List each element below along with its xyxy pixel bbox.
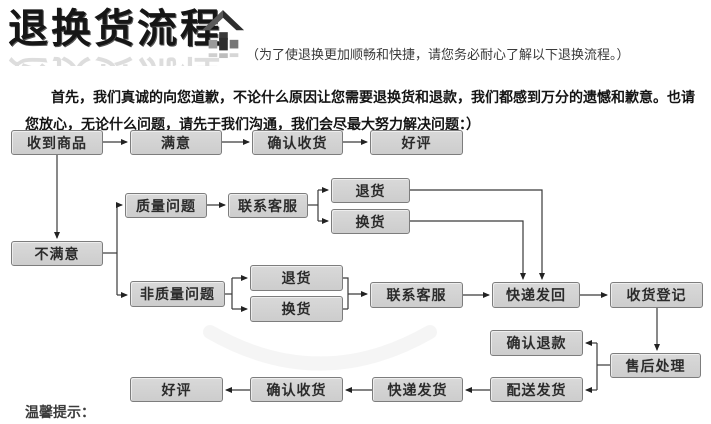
page-title: 退换货流程 — [8, 7, 223, 51]
flow-node-satisfied: 满意 — [130, 130, 222, 155]
flow-node-non-quality-issue: 非质量问题 — [130, 281, 225, 307]
flow-node-express-send-back: 快递发回 — [492, 282, 580, 308]
flow-node-confirm-receipt-2: 确认收货 — [250, 377, 343, 402]
flow-node-receive-goods: 收到商品 — [11, 130, 103, 155]
flow-node-exchange-goods-1: 换货 — [331, 209, 410, 234]
flow-node-confirm-refund: 确认退款 — [490, 330, 583, 356]
flow-node-quality-issue: 质量问题 — [125, 193, 207, 218]
flow-node-exchange-goods-2: 换货 — [250, 296, 343, 322]
flow-node-return-goods-2: 退货 — [250, 265, 343, 291]
flow-node-good-review-2: 好评 — [130, 377, 223, 402]
watermark-arc — [203, 325, 437, 371]
flow-node-dispatch-ship: 配送发货 — [490, 377, 583, 402]
flow-node-good-review-1: 好评 — [370, 130, 463, 155]
flow-node-contact-cs-1: 联系客服 — [228, 193, 308, 218]
warm-tip-label: 温馨提示： — [25, 404, 95, 420]
flow-node-return-goods-1: 退货 — [331, 178, 410, 203]
intro-paragraph: 首先，我们真诚的向您道歉，不论什么原因让您需要退换货和退款，我们都感到万分的遗憾… — [25, 89, 695, 132]
flow-node-confirm-receipt-1: 确认收货 — [252, 130, 343, 155]
header-note: （为了使退换更加顺畅和快捷，请您务必耐心了解以下退换流程。） — [246, 47, 630, 62]
flow-node-receipt-register: 收货登记 — [610, 282, 703, 308]
flow-node-express-ship: 快递发货 — [372, 377, 463, 402]
flow-node-unsatisfied: 不满意 — [11, 241, 103, 266]
flow-node-aftersales-handle: 售后处理 — [610, 353, 701, 378]
page-title-reflection: 退换货流程 — [8, 51, 223, 66]
flow-node-contact-cs-2: 联系客服 — [370, 282, 463, 308]
house-arrow-icon — [201, 10, 245, 59]
